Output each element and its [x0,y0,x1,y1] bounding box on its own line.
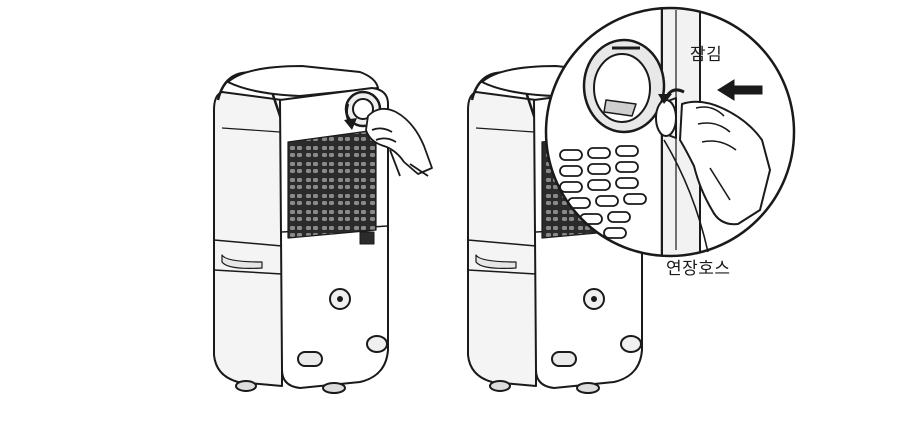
unit-left-top [227,65,379,97]
zoom-grille [559,145,647,239]
label-lock: 잠김 [690,45,723,65]
zoom-callout [544,6,796,258]
hose-leader-line [663,139,709,253]
unit-right-side [467,91,537,387]
unit-left-wheel [322,382,346,394]
unit-right-wheel [489,380,511,392]
label-extension-hose: 연장호스 [666,259,731,279]
hand-left [365,107,433,177]
unit-right-wheel [576,382,600,394]
unit-left-side [213,91,283,387]
unit-left-grille [287,129,377,239]
unit-left-wheel [235,380,257,392]
zoom-hand [679,100,771,226]
lock-arrow-icon [717,79,763,101]
dehumidifier-left [213,65,389,394]
